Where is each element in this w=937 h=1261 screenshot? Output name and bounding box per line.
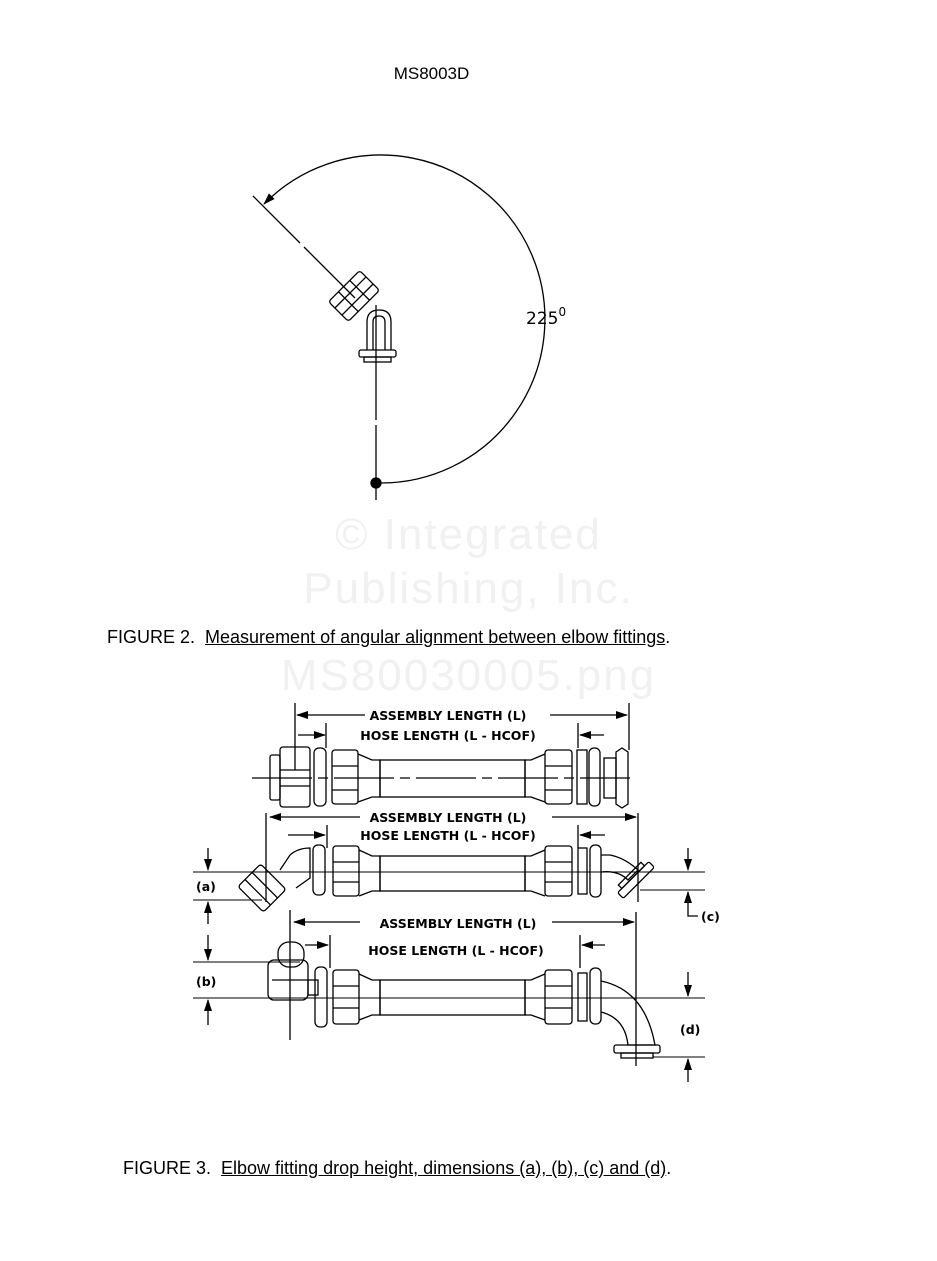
assembly-length-label-3: ASSEMBLY LENGTH (L)	[380, 916, 537, 931]
hose-length-label-2: HOSE LENGTH (L - HCOF)	[360, 828, 535, 843]
figure-3-drop-height: ASSEMBLY LENGTH (L) HOSE LENGTH (L - HCO…	[193, 703, 720, 1082]
straight-hose-assembly	[252, 703, 630, 809]
angle-arc	[263, 154, 546, 484]
figure-2-number: FIGURE 2.	[107, 627, 196, 647]
figure-3-number: FIGURE 3.	[123, 1158, 212, 1178]
document-id: MS8003D	[393, 64, 470, 83]
angle-label: 2250	[526, 305, 566, 329]
45-degree-elbow-hose-assembly	[193, 813, 705, 924]
watermark-line-1: © Integrated	[335, 510, 602, 559]
assembly-length-label-2: ASSEMBLY LENGTH (L)	[370, 810, 527, 825]
hose-length-label-3: HOSE LENGTH (L - HCOF)	[368, 943, 543, 958]
elbow-axis-line	[252, 195, 301, 244]
pivot-point	[370, 477, 382, 489]
figure-2-angular-alignment: 2250	[252, 154, 566, 500]
elbow-fitting-icon	[329, 271, 397, 363]
dimension-a-label: (a)	[196, 879, 216, 894]
90-degree-elbow-hose-assembly	[193, 910, 705, 1082]
figure-3-caption: FIGURE 3. Elbow fitting drop height, dim…	[123, 1158, 672, 1178]
figure-2-caption: FIGURE 2. Measurement of angular alignme…	[107, 627, 671, 647]
figure-2-title: Measurement of angular alignment between…	[205, 627, 666, 647]
dimension-c-label: (c)	[701, 909, 720, 924]
hose-length-label-1: HOSE LENGTH (L - HCOF)	[360, 728, 535, 743]
dimension-d-label: (d)	[680, 1022, 700, 1037]
dimension-b-label: (b)	[196, 974, 216, 989]
figure-3-title: Elbow fitting drop height, dimensions (a…	[221, 1158, 667, 1178]
assembly-length-label-1: ASSEMBLY LENGTH (L)	[370, 708, 527, 723]
watermark-line-3: MS80030005.png	[280, 651, 657, 700]
watermark-line-2: Publishing, Inc.	[303, 564, 634, 613]
